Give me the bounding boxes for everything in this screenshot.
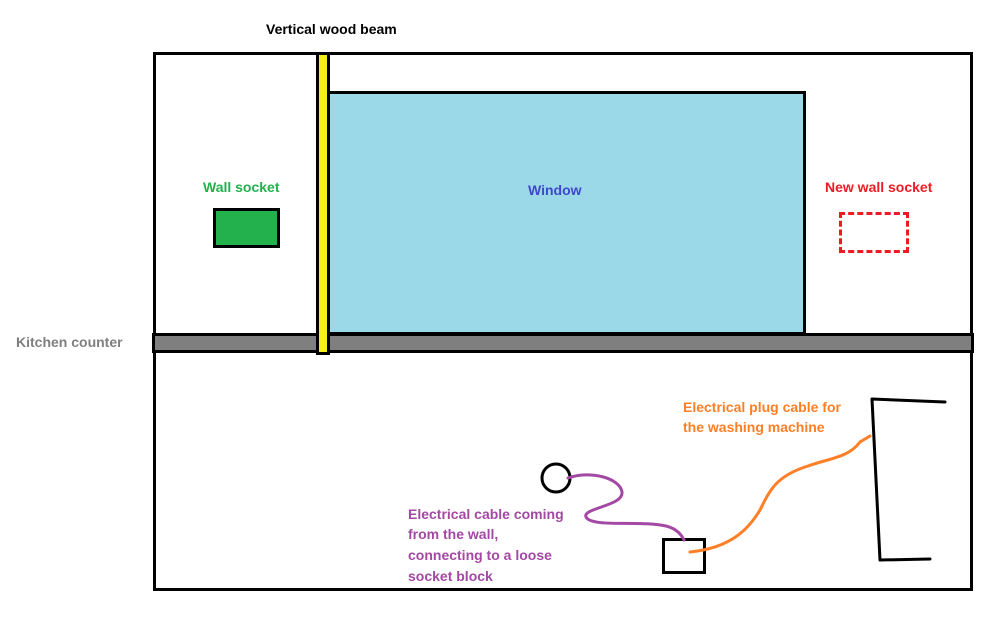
wall-socket-label: Wall socket xyxy=(203,179,280,195)
kitchen-counter-label: Kitchen counter xyxy=(16,334,123,350)
kitchen-counter xyxy=(152,333,974,353)
window-label: Window xyxy=(528,182,582,198)
plug-cable-label-line2: the washing machine xyxy=(683,419,825,435)
wall-cable-label-line2: from the wall, xyxy=(408,526,499,542)
beam-label: Vertical wood beam xyxy=(266,21,397,37)
wall-cable-label-line4: socket block xyxy=(408,568,493,584)
washing-machine-plug-cable xyxy=(688,434,872,554)
wall-cable xyxy=(566,473,686,542)
wall-cable-end xyxy=(540,462,572,494)
new-wall-socket-label: New wall socket xyxy=(825,179,933,195)
vertical-wood-beam xyxy=(316,52,330,355)
wall-cable-label-line3: connecting to a loose xyxy=(408,547,552,563)
washing-machine-outline xyxy=(870,397,947,562)
wall-cable-label-line1: Electrical cable coming xyxy=(408,506,564,522)
new-wall-socket xyxy=(839,212,909,253)
plug-cable-label-line1: Electrical plug cable for xyxy=(683,399,841,415)
wall-socket xyxy=(213,208,280,248)
